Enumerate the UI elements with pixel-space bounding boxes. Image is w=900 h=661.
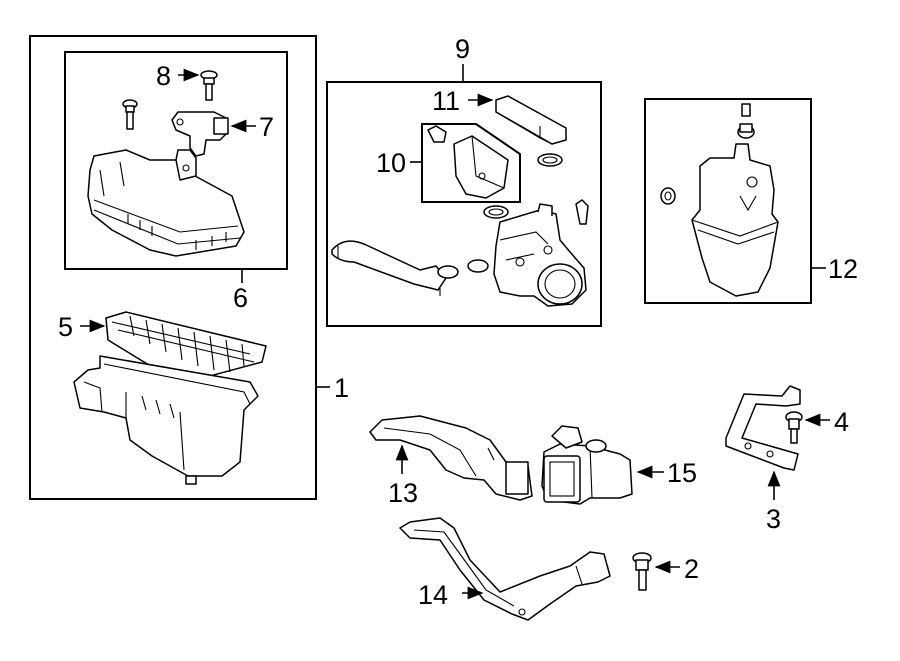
assembly-box-6 [64,51,288,270]
reservoir-12-drawing [660,103,779,297]
group-box-1: 1 6 8 7 [29,35,349,500]
intake-15-drawing [541,425,633,505]
assembly-box-12 [644,98,812,304]
group-box-12: 12 [644,98,858,304]
assembly-box-10 [421,123,521,203]
duct-14-drawing [399,517,611,621]
assembly-box-9 [326,81,602,327]
throttle-body-drawing [493,203,587,307]
callout-8: 8 [156,61,171,91]
filter-element-5-drawing [105,311,267,385]
resonator-10-drawing [427,125,509,199]
bolt-8-drawing [200,70,218,101]
callout-15: 15 [667,458,697,488]
callout-12: 12 [828,254,858,284]
callout-2: 2 [684,554,699,584]
screw-drawing [122,99,138,130]
cover-11-drawing [495,95,567,145]
callout-1: 1 [334,373,349,403]
lower-case-drawing [73,355,259,485]
callout-11: 11 [432,86,460,116]
assembly-box-1 [29,35,317,500]
callout-9: 9 [455,34,470,64]
callout-13: 13 [388,478,418,508]
sensor-7-drawing [171,111,229,157]
cleaner-cap-drawing [87,149,245,257]
callout-7: 7 [259,112,274,142]
bolt-4-drawing [785,411,803,444]
hose-drawing [331,240,489,296]
callout-3: 3 [766,504,781,534]
duct-13-drawing [369,415,533,501]
bolt-2-drawing [632,552,652,591]
callout-6: 6 [233,283,248,313]
clamp-drawing [483,153,589,225]
callout-5: 5 [58,312,73,342]
callout-14: 14 [418,580,448,610]
bracket-3-drawing [725,385,801,471]
group-box-9: 9 11 10 [326,34,602,327]
callout-10: 10 [376,148,406,178]
callout-4: 4 [834,407,849,437]
